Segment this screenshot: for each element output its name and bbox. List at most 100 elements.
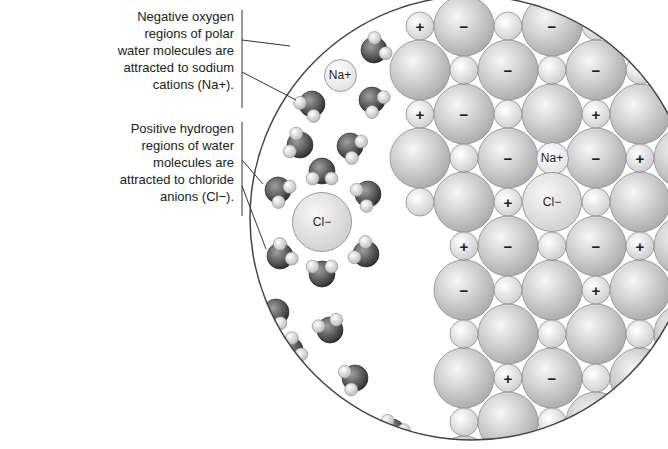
water-molecule xyxy=(350,181,381,212)
water-molecule xyxy=(348,236,379,267)
bracket-line xyxy=(242,122,243,216)
chloride-sphere xyxy=(522,0,582,56)
leader-line xyxy=(242,40,290,46)
charge-sign: + xyxy=(636,151,645,166)
sodium-sphere xyxy=(538,56,566,84)
water-molecule xyxy=(283,127,313,158)
sodium-sphere xyxy=(538,232,566,260)
hydrogen-atom xyxy=(350,183,363,196)
chloride-sphere xyxy=(434,260,494,320)
oxygen-atom xyxy=(332,1,358,27)
sodium-sphere xyxy=(450,144,478,172)
hydrogen-atom xyxy=(366,105,379,118)
sodium-sphere xyxy=(494,12,522,40)
charge-sign: − xyxy=(460,283,469,298)
chloride-sphere xyxy=(434,172,494,232)
chloride-sphere xyxy=(390,40,450,100)
hydrogen-atom xyxy=(307,109,320,122)
hydrogen-atom xyxy=(345,383,358,396)
sodium-ion: Na+ xyxy=(536,142,569,175)
water-molecule xyxy=(359,87,390,118)
charge-sign: + xyxy=(460,239,469,254)
sodium-sphere xyxy=(494,188,522,216)
hydrogen-atom xyxy=(328,13,341,26)
chloride-sphere xyxy=(478,40,538,100)
water-molecule xyxy=(258,299,289,330)
hydrogen-atom xyxy=(377,91,390,104)
hydrogen-atom xyxy=(272,195,285,208)
magnified-view xyxy=(240,0,668,449)
chloride-sphere xyxy=(478,128,538,188)
hydrogen-atom xyxy=(325,260,338,273)
water-molecule xyxy=(267,238,298,269)
sodium-sphere xyxy=(582,276,610,304)
bracket-line xyxy=(242,10,243,108)
chloride-ion: Cl− xyxy=(292,192,352,252)
sodium-sphere xyxy=(494,276,522,304)
charge-sign: − xyxy=(504,239,513,254)
hydrogen-atom xyxy=(379,47,392,60)
sodium-sphere xyxy=(450,320,478,348)
hydrogen-atom xyxy=(285,390,298,403)
chloride-sphere xyxy=(478,216,538,276)
hydrogen-atom xyxy=(338,365,351,378)
charge-sign: − xyxy=(504,63,513,78)
charge-sign: − xyxy=(592,63,601,78)
sodium-sphere xyxy=(582,12,610,40)
salt-crystal xyxy=(390,0,668,449)
sodium-sphere xyxy=(626,408,654,436)
hydrogen-atom xyxy=(301,380,314,393)
hydrogen-atom xyxy=(325,172,338,185)
charge-sign: − xyxy=(548,19,557,34)
charge-sign: − xyxy=(592,151,601,166)
chloride-sphere xyxy=(566,128,626,188)
view-ground xyxy=(240,0,668,449)
charge-sign: − xyxy=(592,239,601,254)
water-molecule xyxy=(338,365,368,396)
hydrogen-atom xyxy=(283,145,296,158)
charge-sign: − xyxy=(460,107,469,122)
hydrogen-atom xyxy=(345,151,358,164)
callout-text: Positive hydrogen regions of water molec… xyxy=(112,120,234,205)
hydrogen-atom xyxy=(290,127,303,140)
chloride-sphere xyxy=(610,436,668,449)
ion-label: Na+ xyxy=(541,151,563,165)
chloride-sphere xyxy=(654,392,668,449)
water-molecule xyxy=(265,177,296,208)
sodium-sphere xyxy=(626,56,654,84)
sodium-sphere xyxy=(406,188,434,216)
chloride-sphere xyxy=(610,172,668,232)
sodium-sphere xyxy=(538,408,566,436)
hydrogen-atom xyxy=(359,236,372,249)
hydrogen-atom xyxy=(306,172,319,185)
water-molecules xyxy=(258,1,411,445)
chloride-sphere xyxy=(478,304,538,364)
sodium-sphere xyxy=(450,232,478,260)
hydrogen-atom xyxy=(285,332,298,345)
chloride-sphere xyxy=(566,216,626,276)
oxygen-atom xyxy=(293,35,319,61)
ion-label: Na+ xyxy=(329,68,351,82)
hydrogen-atom xyxy=(355,135,368,148)
water-molecule xyxy=(283,372,314,403)
sodium-sphere xyxy=(406,12,434,40)
water-molecule xyxy=(306,158,338,185)
chloride-sphere xyxy=(434,348,494,408)
chloride-sphere xyxy=(522,348,582,408)
chloride-sphere xyxy=(610,260,668,320)
chloride-sphere xyxy=(654,40,668,100)
charge-sign: − xyxy=(460,19,469,34)
callout-text: Negative oxygen regions of polar water m… xyxy=(112,8,234,93)
hydrogen-atom xyxy=(294,96,307,109)
sodium-sphere xyxy=(494,364,522,392)
chloride-sphere xyxy=(566,392,626,449)
hydrogen-atom xyxy=(360,199,373,212)
sodium-sphere xyxy=(494,100,522,128)
sodium-sphere xyxy=(582,100,610,128)
chloride-sphere xyxy=(610,0,668,56)
water-molecule xyxy=(294,91,325,122)
water-molecule xyxy=(312,313,343,343)
leader-line xyxy=(242,72,296,100)
charge-sign: + xyxy=(592,107,601,122)
